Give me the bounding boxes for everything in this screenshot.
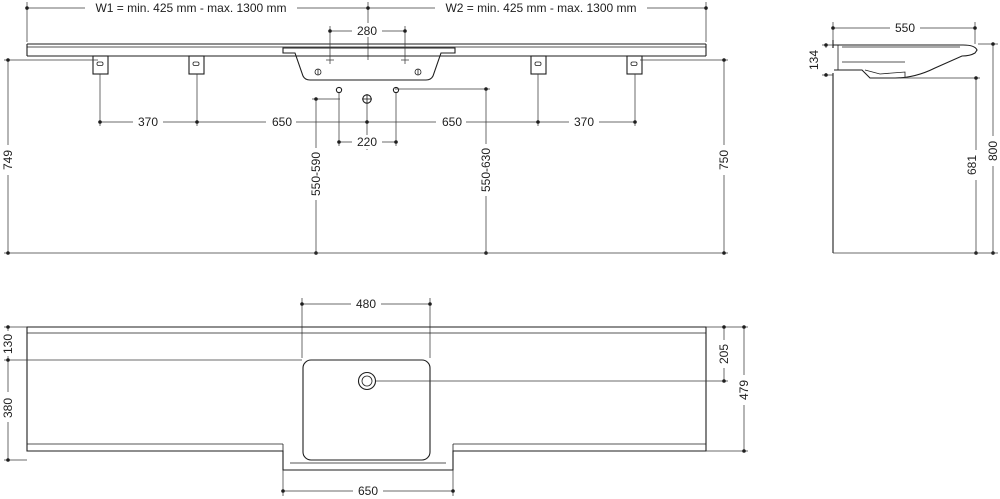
side-elevation: 550 134 681 800 bbox=[807, 21, 1000, 255]
side-depth-label: 550 bbox=[895, 21, 915, 35]
countertop-plan bbox=[26, 326, 707, 471]
side-underside-label: 681 bbox=[965, 155, 979, 175]
overall-height-left: 749 bbox=[1, 150, 15, 170]
w2-label: W2 = min. 425 mm - max. 1300 mm bbox=[445, 1, 636, 15]
waste-offset-right: 650 bbox=[442, 115, 462, 129]
w1-label: W1 = min. 425 mm - max. 1300 mm bbox=[95, 1, 286, 15]
front-elevation: W1 = min. 425 mm - max. 1300 mm W2 = min… bbox=[0, 1, 732, 255]
rear-margin-label: 130 bbox=[1, 334, 15, 354]
waste-offset-label: 205 bbox=[717, 344, 731, 364]
plan-view: 480 130 380 20 bbox=[0, 297, 752, 498]
left-inlet-height: 550-590 bbox=[309, 152, 323, 196]
overall-height-right: 750 bbox=[717, 150, 731, 170]
waste-outlet bbox=[357, 371, 377, 391]
total-depth-label: 479 bbox=[737, 380, 751, 400]
bracket-spacing-right: 370 bbox=[574, 115, 594, 129]
inlet-spacing-label: 220 bbox=[357, 135, 377, 149]
side-thickness-label: 134 bbox=[807, 50, 821, 70]
bracket-spacing-left: 370 bbox=[138, 115, 158, 129]
bowl-depth-label: 380 bbox=[1, 398, 15, 418]
wall-brackets bbox=[92, 55, 643, 75]
right-inlet-height: 550-630 bbox=[479, 148, 493, 192]
connection-points bbox=[335, 86, 400, 104]
tap-spacing-label: 280 bbox=[357, 24, 377, 38]
front-width-label: 650 bbox=[358, 484, 378, 498]
side-top-height-label: 800 bbox=[986, 141, 1000, 161]
bowl-plan bbox=[302, 359, 431, 461]
waste-offset-left: 650 bbox=[272, 115, 292, 129]
countertop-front bbox=[26, 43, 707, 57]
basin-front bbox=[282, 47, 456, 81]
bowl-width-label: 480 bbox=[356, 297, 376, 311]
